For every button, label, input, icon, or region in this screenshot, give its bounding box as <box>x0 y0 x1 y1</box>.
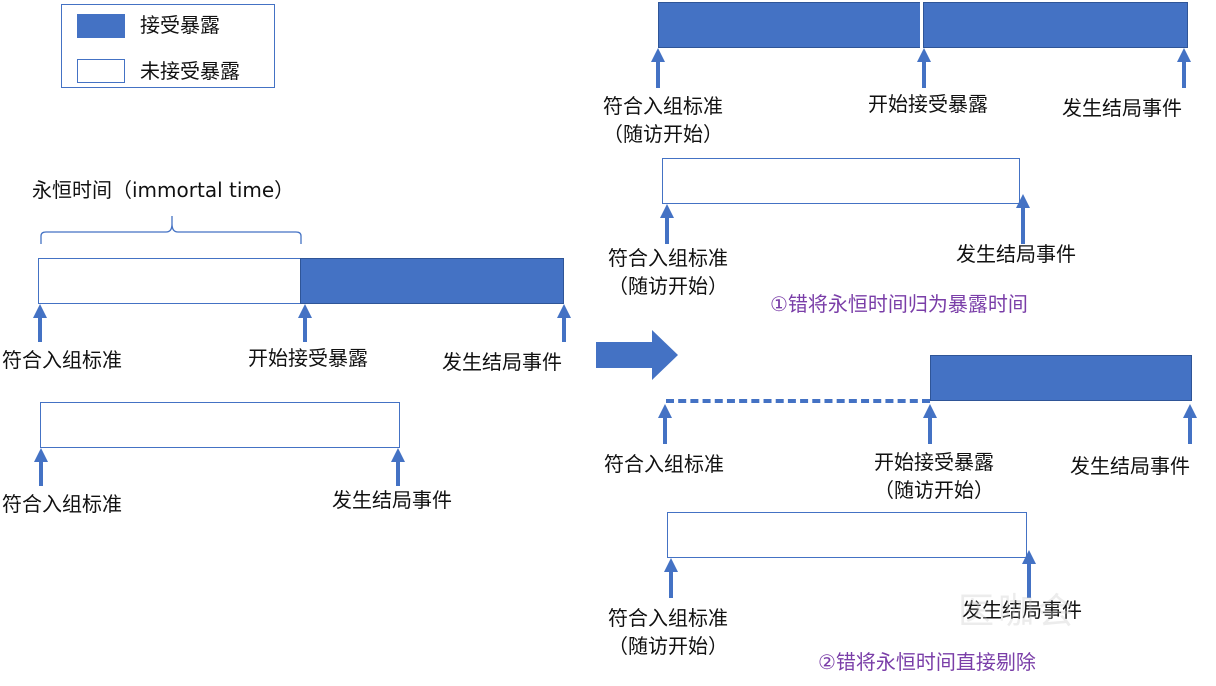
arrow-up-icon <box>664 558 678 598</box>
label-outcome: 发生结局事件 <box>332 488 452 512</box>
unexposed-segment <box>667 512 1027 558</box>
label-start: 符合入组标准 <box>608 246 728 270</box>
legend-label-exposed: 接受暴露 <box>140 13 220 37</box>
label-followup-start: （随访开始） <box>874 478 994 502</box>
arrow-up-icon <box>1016 194 1030 244</box>
label-followup-start: （随访开始） <box>603 122 723 146</box>
label-start: 符合入组标准 <box>603 94 723 118</box>
label-exposure-start: 开始接受暴露 <box>874 450 994 474</box>
arrow-up-icon <box>651 48 665 88</box>
label-start: 符合入组标准 <box>2 492 122 516</box>
arrow-up-icon <box>660 204 674 244</box>
arrow-up-icon <box>298 304 312 342</box>
legend: 接受暴露 未接受暴露 <box>61 4 275 88</box>
caption-error-1: ①错将永恒时间归为暴露时间 <box>770 292 1028 316</box>
segment-divider <box>920 2 923 48</box>
label-outcome: 发生结局事件 <box>956 242 1076 266</box>
label-followup-start: （随访开始） <box>608 274 728 298</box>
label-exposure-start: 开始接受暴露 <box>868 92 988 116</box>
legend-swatch-unexposed <box>77 59 125 83</box>
unexposed-segment <box>662 158 1020 204</box>
label-start: 符合入组标准 <box>2 348 122 372</box>
arrow-up-icon <box>34 448 48 486</box>
watermark: 医咖会 <box>958 591 1079 632</box>
brace-icon <box>40 216 302 244</box>
exposed-segment <box>930 355 1192 401</box>
label-outcome: 发生结局事件 <box>1062 96 1182 120</box>
label-outcome: 发生结局事件 <box>442 350 562 374</box>
immortal-time-segment <box>38 258 302 304</box>
arrow-up-icon <box>923 404 937 444</box>
exposed-segment <box>300 258 564 304</box>
arrow-up-icon <box>1177 48 1191 88</box>
legend-swatch-exposed <box>77 14 125 38</box>
label-start: 符合入组标准 <box>604 452 724 476</box>
arrow-up-icon <box>33 304 47 342</box>
misclassified-exposed-segment <box>658 2 922 48</box>
arrow-up-icon <box>658 404 672 444</box>
label-outcome: 发生结局事件 <box>962 598 1082 622</box>
caption-error-2: ②错将永恒时间直接剔除 <box>818 650 1036 674</box>
unexposed-segment <box>40 402 400 448</box>
immortal-time-label: 永恒时间（immortal time） <box>32 178 295 202</box>
legend-label-unexposed: 未接受暴露 <box>140 59 240 83</box>
label-outcome: 发生结局事件 <box>1070 454 1190 478</box>
exposed-segment <box>923 2 1188 48</box>
arrow-up-icon <box>557 304 571 342</box>
label-start: 符合入组标准 <box>608 606 728 630</box>
arrow-up-icon <box>391 448 405 486</box>
label-exposure-start: 开始接受暴露 <box>248 346 368 370</box>
arrow-up-icon <box>1183 404 1197 444</box>
arrow-up-icon <box>1022 550 1036 598</box>
arrow-right-icon <box>596 330 678 380</box>
arrow-up-icon <box>917 48 931 88</box>
excluded-immortal-time <box>666 399 930 403</box>
label-followup-start: （随访开始） <box>608 634 728 658</box>
